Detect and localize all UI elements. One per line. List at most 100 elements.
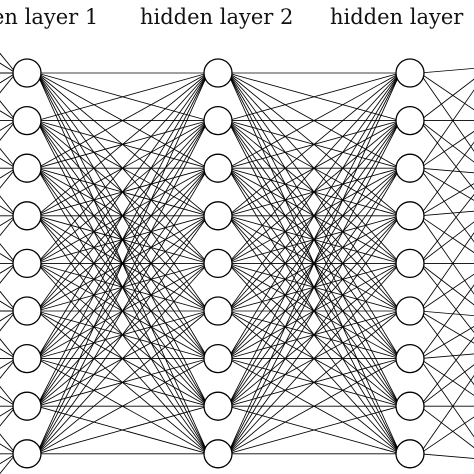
input-edge [0, 110, 14, 120]
output-edge [419, 416, 474, 455]
output-edge [419, 130, 474, 169]
output-edge [419, 374, 474, 455]
input-edge [0, 253, 14, 262]
connection-edge [36, 167, 209, 455]
neuron-layer1-1 [12, 58, 42, 88]
neuron-layer3-6 [395, 296, 425, 326]
connection-edge [36, 72, 209, 407]
output-edge [419, 284, 474, 359]
input-edge [0, 385, 14, 403]
output-edge [419, 167, 474, 201]
neuron-layer2-1 [203, 58, 233, 88]
connection-edge [36, 72, 209, 169]
neuron-layer2-2 [203, 105, 233, 136]
neuron-layer3-3 [395, 153, 425, 183]
output-edge [419, 358, 474, 438]
input-edge [0, 169, 14, 179]
connection-edge [227, 215, 401, 455]
input-edge [0, 52, 14, 70]
output-edge [419, 310, 474, 317]
output-edge [419, 263, 474, 306]
layer-label-hidden-1: en layer 1 [0, 5, 99, 29]
output-edge [419, 353, 474, 360]
input-edge [0, 338, 14, 356]
layer-label-hidden-2: hidden layer 2 [140, 5, 294, 29]
neuron-layer3-8 [395, 391, 425, 421]
output-edge [419, 215, 474, 254]
layer-label-hidden-3: hidden layer [330, 5, 464, 29]
connection-edge [227, 72, 401, 217]
neuron-layer3-4 [395, 201, 425, 231]
output-edge [419, 167, 474, 243]
input-edge [0, 360, 14, 369]
input-edge [0, 433, 14, 451]
connection-edge [227, 72, 401, 359]
connection-edge [36, 72, 209, 217]
output-edge [419, 263, 474, 333]
neuron-layer1-2 [12, 105, 42, 136]
input-edge [0, 74, 14, 84]
input-edge [0, 457, 14, 474]
neuron-layer2-9 [203, 439, 233, 469]
connection-edge [36, 405, 209, 455]
input-edge [0, 171, 14, 189]
connection-edge [36, 72, 209, 312]
input-edge [0, 266, 14, 284]
input-edge [0, 314, 14, 332]
connection-edge [36, 72, 209, 122]
connection-edge [36, 215, 209, 455]
neuron-layer1-4 [12, 201, 42, 231]
input-edge [0, 217, 14, 227]
neuron-layer3-9 [395, 439, 425, 469]
neuron-layer3-5 [395, 248, 425, 279]
output-edge [419, 141, 474, 217]
input-edge [0, 123, 14, 141]
neuron-layer1-7 [12, 343, 42, 374]
output-edge [419, 221, 474, 264]
output-edge [419, 215, 474, 295]
input-edge [0, 290, 14, 308]
connection-edge [227, 310, 401, 455]
output-edge [419, 183, 474, 217]
connection-edge [227, 167, 401, 455]
input-edge [0, 264, 14, 274]
neuron-layer1-3 [12, 153, 42, 183]
neuron-layer2-8 [203, 391, 233, 421]
neuron-layer1-6 [12, 296, 42, 326]
connection-edge [227, 72, 401, 169]
output-edge [419, 364, 474, 407]
input-edge [0, 147, 14, 165]
connection-edge [36, 263, 209, 455]
connection-edge [227, 72, 401, 312]
connection-edge [227, 405, 401, 455]
input-edge [0, 395, 14, 405]
connection-edge [227, 72, 401, 407]
output-edge [419, 120, 474, 163]
output-edge [419, 167, 474, 174]
input-edge [0, 455, 14, 465]
neuron-layer1-5 [12, 248, 42, 279]
output-edge [419, 310, 474, 386]
output-edge [419, 325, 474, 359]
input-edge [0, 157, 14, 167]
output-edge [419, 453, 474, 459]
neuron-layer1-9 [12, 439, 42, 469]
output-edge [419, 193, 474, 264]
connection-edge [227, 72, 401, 454]
connection-edge [36, 72, 209, 454]
input-edge [0, 300, 14, 310]
connection-edge [36, 72, 209, 264]
connection-edge [227, 263, 401, 455]
neuron-layer3-2 [395, 105, 425, 136]
output-edge [419, 67, 474, 74]
output-edge [419, 72, 474, 152]
neuron-layer3-1 [395, 58, 425, 88]
output-edge [419, 310, 474, 344]
input-edge [0, 76, 14, 94]
input-edge [0, 219, 14, 237]
output-edge [419, 273, 474, 312]
neuron-layer2-3 [203, 153, 233, 183]
connection-edge [227, 72, 401, 122]
